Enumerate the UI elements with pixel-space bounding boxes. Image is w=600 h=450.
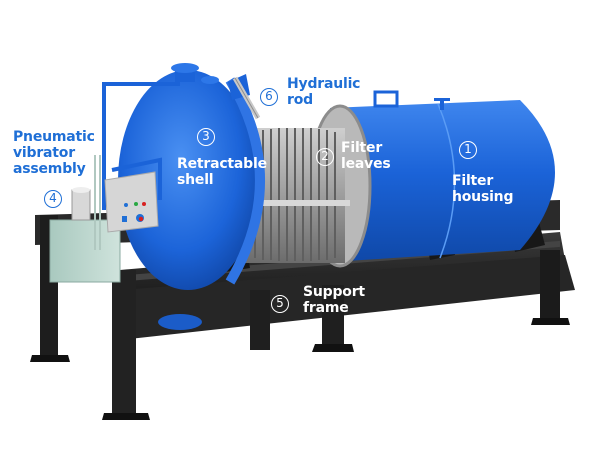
callout-label-line: Filter: [341, 140, 383, 156]
callout-number-3: 3: [197, 128, 215, 146]
callout-label-line: shell: [177, 172, 214, 188]
callout-label-line: housing: [452, 189, 514, 205]
callout-label-line: Retractable: [177, 156, 267, 172]
callout-number-2: 2: [316, 148, 334, 166]
callout-label-filter-leaves: Filter leaves: [341, 140, 391, 172]
callout-number-6: 6: [260, 88, 278, 106]
callout-label-line: Support: [303, 284, 365, 300]
callout-number-1: 1: [459, 141, 477, 159]
callout-label-line: rod: [287, 92, 313, 108]
callout-label-line: Filter: [452, 173, 494, 189]
filter-housing: [330, 90, 555, 262]
callout-label-pneumatic-vibrator-assembly: Pneumatic vibrator assembly: [13, 129, 95, 177]
retractable-shell: [118, 63, 265, 330]
air-piping: [102, 82, 180, 210]
callout-label-hydraulic-rod: Hydraulic rod: [287, 76, 360, 108]
callout-label-filter-housing: Filter housing: [452, 173, 513, 205]
control-panel: [104, 171, 159, 233]
callout-label-line: leaves: [341, 156, 391, 172]
callout-number-5: 5: [271, 295, 289, 313]
hydraulic-rod: [232, 76, 261, 120]
callout-label-line: frame: [303, 300, 349, 316]
callout-label-line: Hydraulic: [287, 76, 361, 92]
callout-label-line: vibrator: [13, 145, 75, 161]
callout-label-line: Pneumatic: [13, 129, 95, 145]
callout-label-support-frame: Support frame: [303, 284, 365, 316]
callout-label-line: assembly: [13, 161, 86, 177]
callout-label-retractable-shell: Retractable shell: [177, 156, 267, 188]
callout-number-4: 4: [44, 190, 62, 208]
